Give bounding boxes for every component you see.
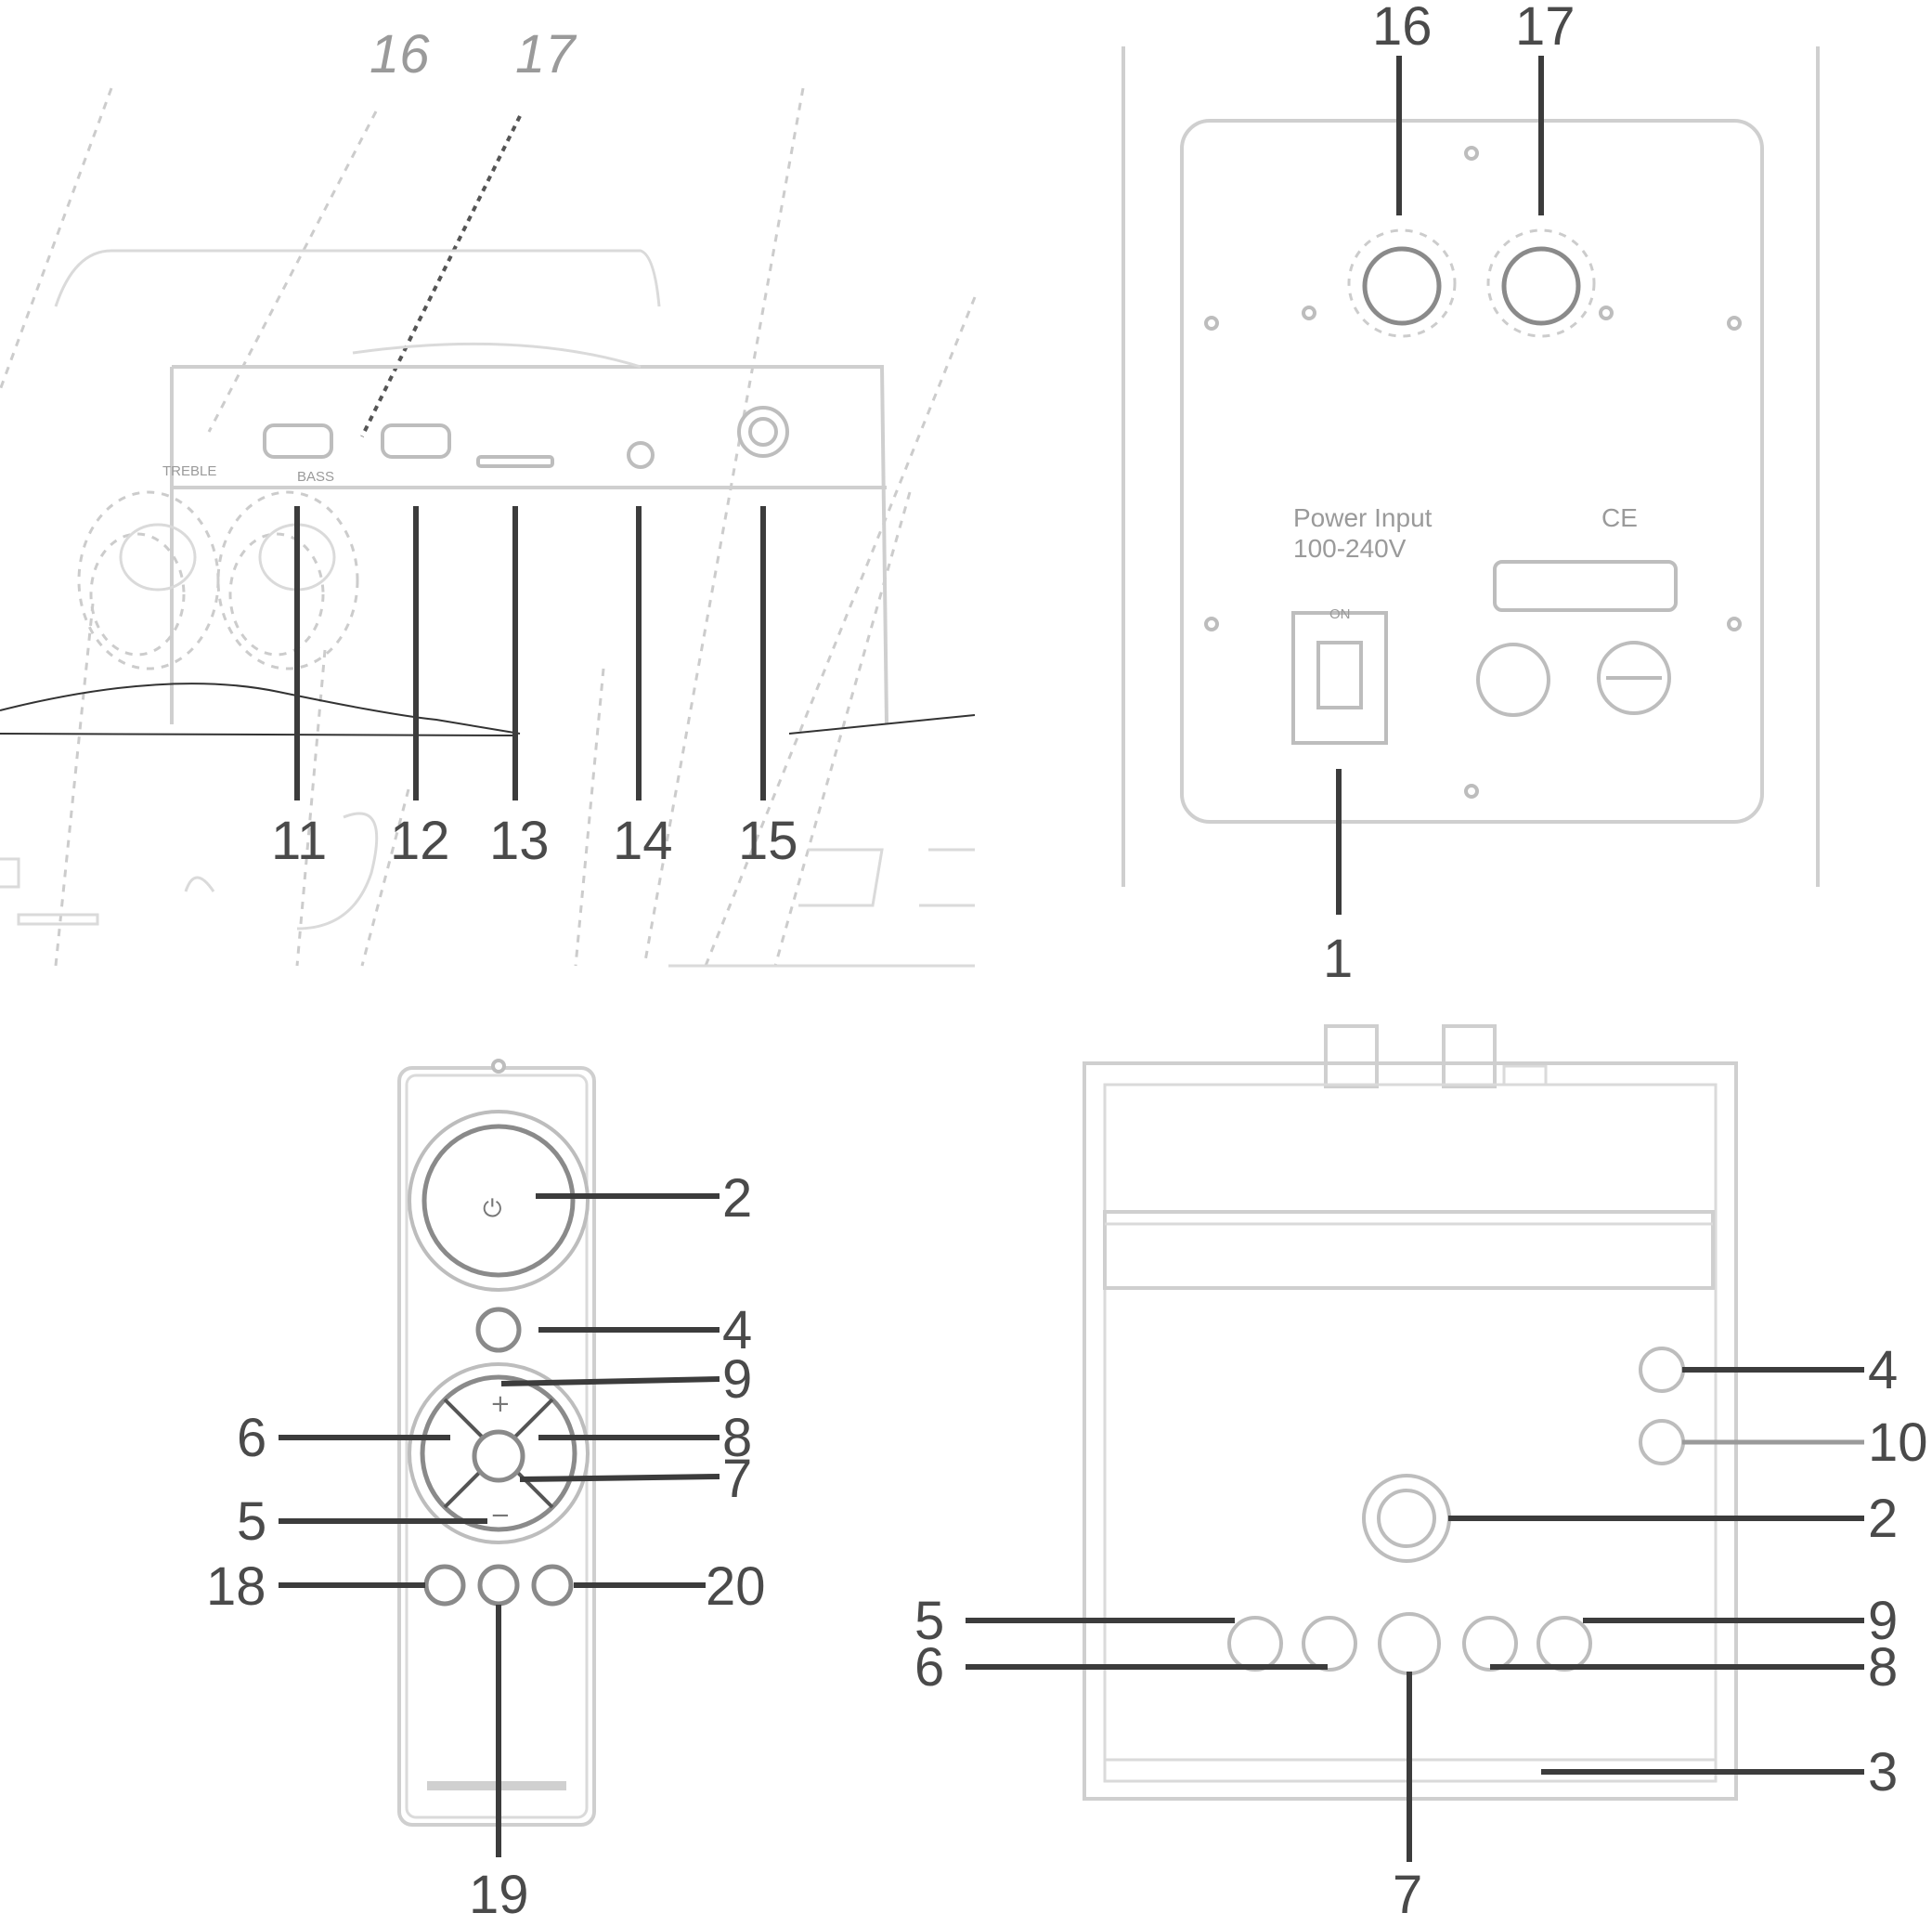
- callout-19: 19: [469, 1865, 529, 1925]
- power-icon: ⏻: [483, 1195, 502, 1223]
- plus-icon: +: [490, 1390, 511, 1418]
- callout-2: 2: [1868, 1489, 1898, 1549]
- callout-4-remote: 4: [722, 1300, 752, 1360]
- callout-16: 16: [1372, 0, 1433, 57]
- callout-18: 18: [206, 1556, 266, 1617]
- callout-14: 14: [613, 811, 673, 871]
- callout-8-remote: 8: [722, 1408, 752, 1468]
- callout-17-rear-perspective: 17: [515, 24, 577, 85]
- callout-8: 8: [1868, 1637, 1898, 1698]
- callout-3: 3: [1868, 1742, 1898, 1802]
- callout-17: 17: [1515, 0, 1575, 57]
- power-input-text: Power Input: [1293, 503, 1433, 532]
- rear-panel-flat: Power Input 100-240V CE ON 16 17 1: [1122, 0, 1820, 989]
- callout-2-remote: 2: [722, 1168, 752, 1229]
- callout-7: 7: [1393, 1865, 1422, 1925]
- bass-knob-flat: [1486, 228, 1596, 338]
- treble-knob-flat: [1347, 228, 1457, 338]
- callout-6-remote: 6: [237, 1408, 266, 1468]
- callout-12: 12: [390, 811, 450, 871]
- ce-mark: CE: [1601, 503, 1638, 532]
- bass-knob: [216, 490, 359, 670]
- callout-15: 15: [738, 811, 798, 871]
- treble-knob: [77, 490, 220, 670]
- callout-10: 10: [1868, 1412, 1928, 1473]
- unit-front: 4 10 2 9 8 3 5 6 7: [914, 1024, 1928, 1925]
- callout-6: 6: [914, 1637, 944, 1698]
- callout-13: 13: [489, 811, 550, 871]
- treble-label: TREBLE: [162, 463, 216, 479]
- callout-16-rear-perspective: 16: [370, 24, 430, 85]
- rear-panel-perspective: TREBLE BASS 16 17 11 12: [0, 24, 977, 968]
- callout-7-remote: 7: [722, 1449, 752, 1509]
- voltage-text: 100-240V: [1293, 534, 1407, 563]
- bass-label: BASS: [297, 469, 334, 485]
- callout-4: 4: [1868, 1340, 1898, 1400]
- callout-11: 11: [271, 811, 327, 871]
- minus-icon: −: [490, 1502, 511, 1529]
- remote-control: ⏻ + − 2 4 9 8 7 20 6 5 18 19: [206, 1059, 766, 1925]
- callout-9-remote: 9: [722, 1349, 752, 1410]
- callout-1: 1: [1323, 929, 1353, 989]
- callout-5-remote: 5: [237, 1491, 266, 1552]
- callout-20: 20: [706, 1556, 766, 1617]
- callout-9: 9: [1868, 1591, 1898, 1651]
- switch-on-label: ON: [1329, 606, 1351, 622]
- callout-5: 5: [914, 1591, 944, 1651]
